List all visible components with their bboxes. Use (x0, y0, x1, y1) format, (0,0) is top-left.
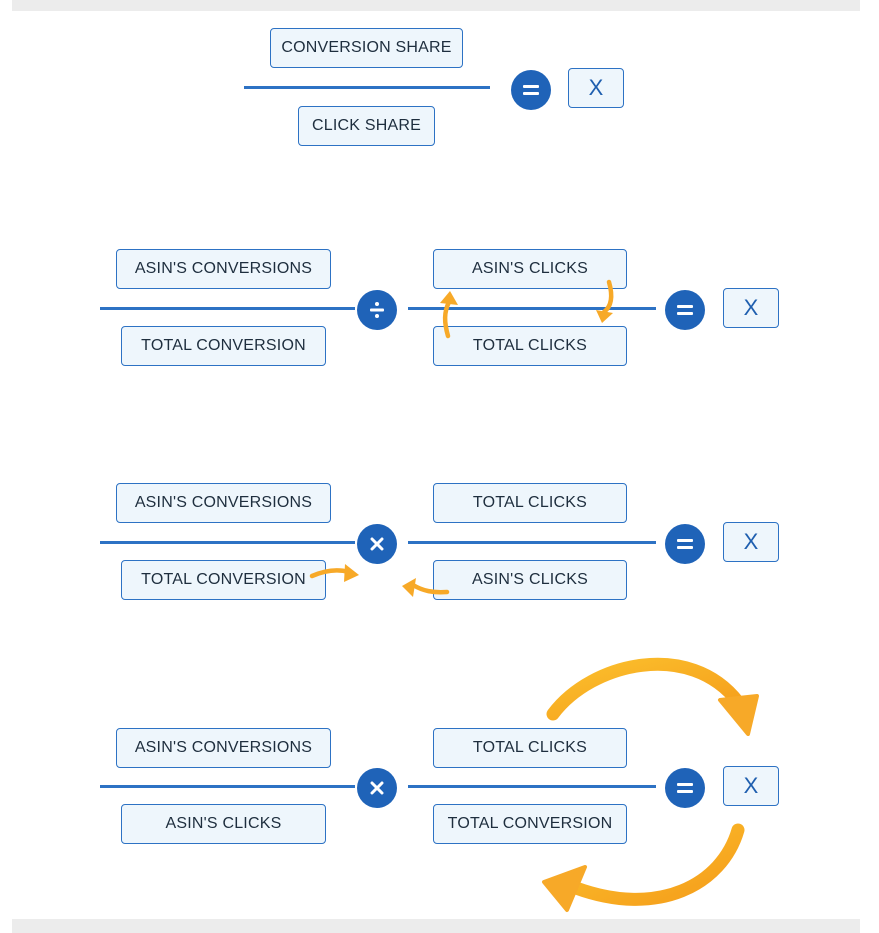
divide-icon (357, 290, 397, 330)
asins-conversions-box: ASIN'S CONVERSIONS (116, 249, 331, 289)
equals-icon (665, 290, 705, 330)
total-clicks-box: TOTAL CLICKS (433, 483, 627, 523)
fraction-line (100, 785, 355, 788)
asins-clicks-box: ASIN'S CLICKS (121, 804, 326, 844)
arrow-up-icon (440, 291, 458, 339)
total-conversion-box: TOTAL CONVERSION (121, 326, 326, 366)
curved-arrow-top-icon (546, 657, 759, 736)
fraction-line (408, 541, 656, 544)
result-x-box: X (568, 68, 624, 108)
asins-conversions-box: ASIN'S CONVERSIONS (116, 483, 331, 523)
equals-icon (665, 524, 705, 564)
total-conversion-box: TOTAL CONVERSION (433, 804, 627, 844)
result-x-box: X (723, 288, 779, 328)
curved-arrow-bottom-icon (542, 823, 745, 912)
fraction-line (244, 86, 490, 89)
asins-conversions-box: ASIN'S CONVERSIONS (116, 728, 331, 768)
total-clicks-box: TOTAL CLICKS (433, 326, 627, 366)
result-x-box: X (723, 766, 779, 806)
conversion-share-box: CONVERSION SHARE (270, 28, 463, 68)
click-share-box: CLICK SHARE (298, 106, 435, 146)
asins-clicks-box: ASIN'S CLICKS (433, 249, 627, 289)
total-conversion-box: TOTAL CONVERSION (121, 560, 326, 600)
arrow-right-icon (309, 564, 359, 582)
arrow-down-icon (596, 279, 614, 323)
fraction-line (408, 307, 656, 310)
multiply-icon (357, 768, 397, 808)
equals-icon (511, 70, 551, 110)
fraction-line (100, 541, 355, 544)
asins-clicks-box: ASIN'S CLICKS (433, 560, 627, 600)
total-clicks-box: TOTAL CLICKS (433, 728, 627, 768)
result-x-box: X (723, 522, 779, 562)
arrow-left-icon (402, 578, 450, 597)
top-divider (12, 0, 860, 11)
fraction-line (408, 785, 656, 788)
equals-icon (665, 768, 705, 808)
fraction-line (100, 307, 355, 310)
bottom-divider (12, 919, 860, 933)
multiply-icon (357, 524, 397, 564)
